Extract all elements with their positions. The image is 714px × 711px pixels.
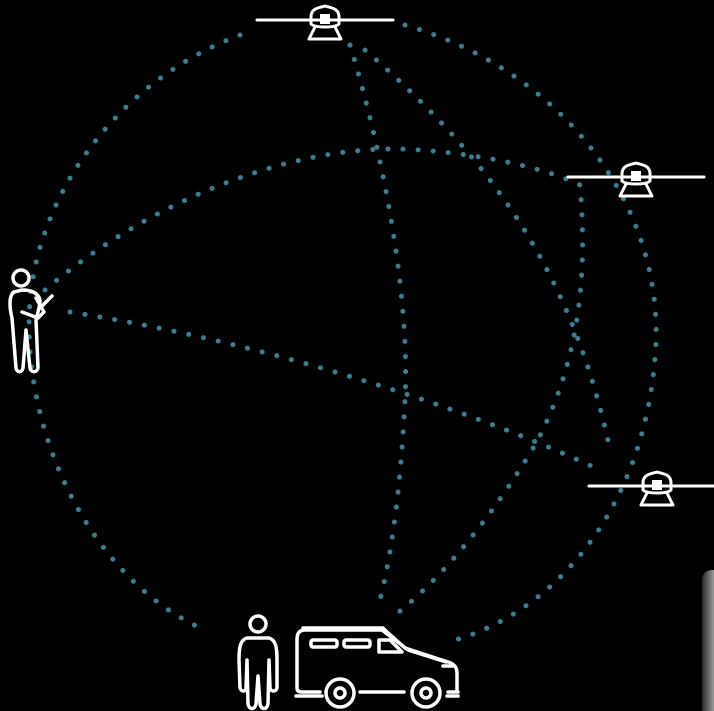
top-drone-to-lower-drone-link bbox=[365, 50, 610, 450]
device-edge bbox=[702, 570, 714, 711]
drone-icon bbox=[589, 472, 714, 505]
operator-to-lower-drone-link bbox=[70, 312, 600, 470]
communication-links bbox=[29, 25, 656, 640]
suv-vehicle-icon bbox=[296, 628, 458, 707]
drone-icon bbox=[257, 6, 393, 39]
person-icon bbox=[239, 616, 277, 709]
outer-range-circle bbox=[29, 25, 656, 640]
operator-to-right-drone-arc bbox=[45, 149, 583, 615]
top-drone-to-vehicle-link bbox=[350, 45, 406, 600]
drone-icon bbox=[568, 163, 704, 196]
